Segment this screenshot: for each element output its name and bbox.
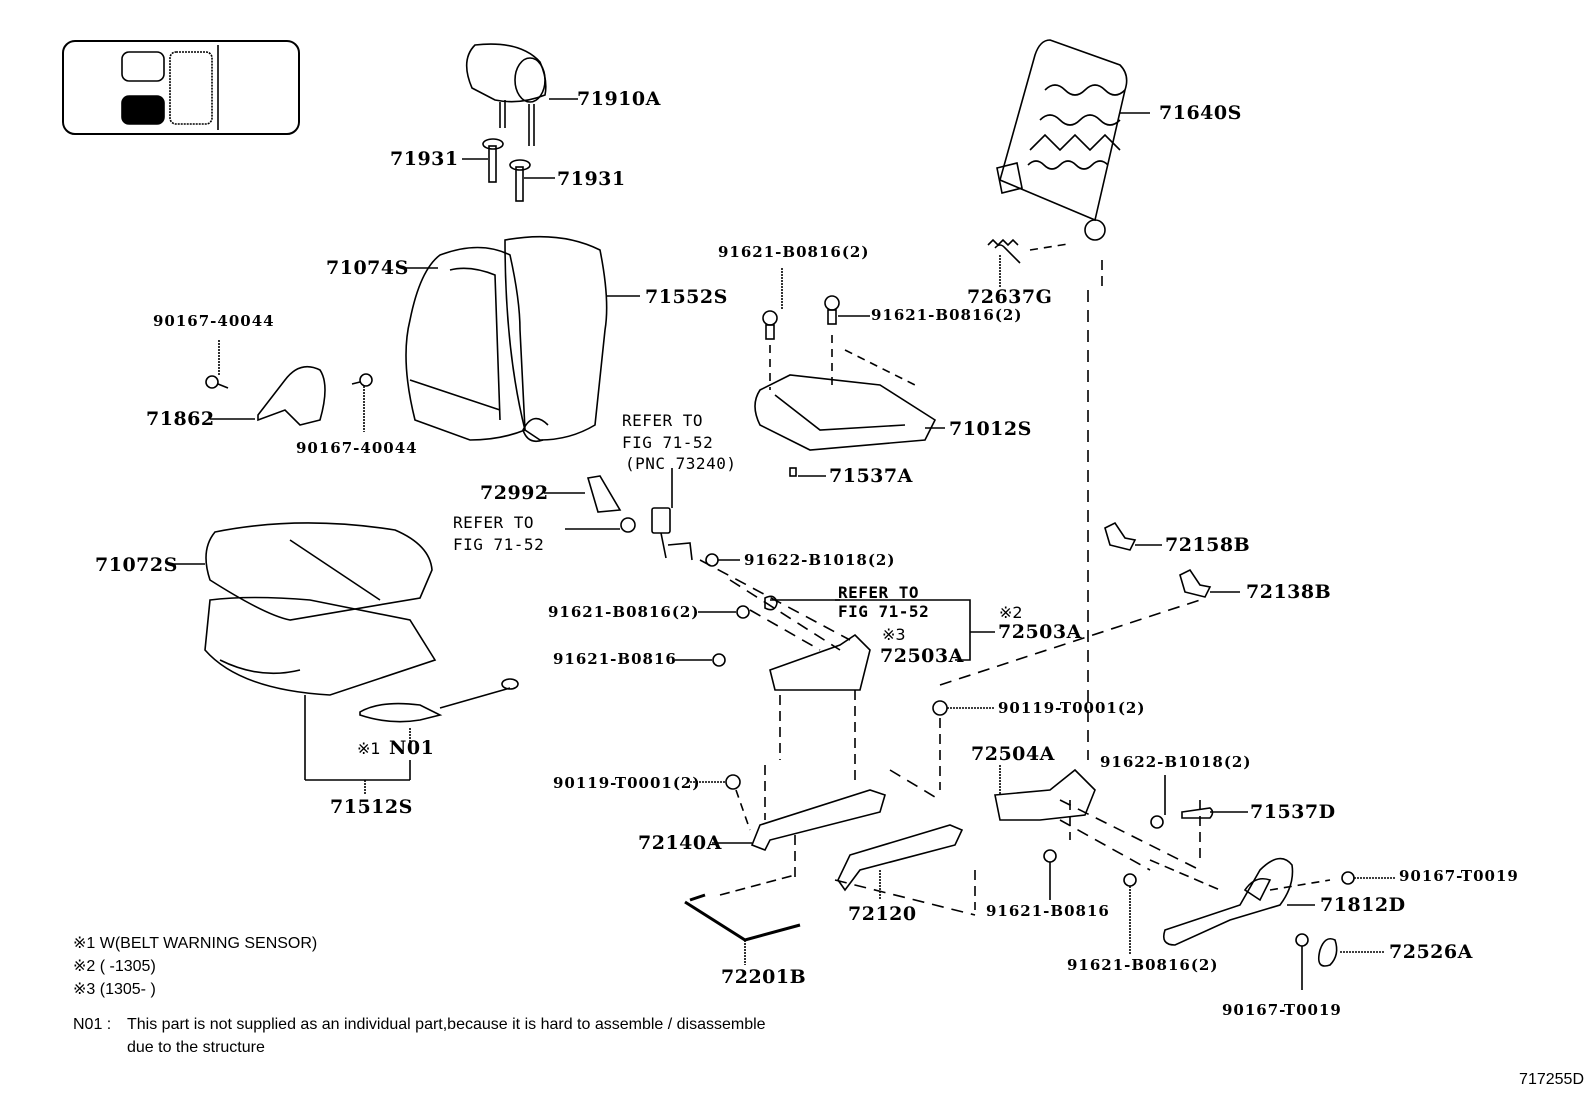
part-label-72201B[interactable]: 72201B bbox=[721, 966, 807, 988]
part-label-90167-T0019[interactable]: 90167-T0019 bbox=[1399, 867, 1519, 885]
note-n01-text: This part is not supplied as an individu… bbox=[127, 1016, 766, 1033]
part-label-91622-B1018[interactable]: 91622-B1018(2) bbox=[744, 551, 896, 569]
bolt-91622-B1018[interactable] bbox=[675, 553, 750, 667]
note-mark-2: ※2 bbox=[999, 603, 1023, 622]
belt-cover-72992[interactable] bbox=[544, 475, 622, 513]
part-label-72140A[interactable]: 72140A bbox=[638, 832, 722, 854]
part-label-71931[interactable]: 71931 bbox=[557, 168, 626, 190]
seatback-pad[interactable] bbox=[504, 235, 640, 443]
cover-72158B[interactable] bbox=[1104, 521, 1162, 551]
part-label-71537A[interactable]: 71537A bbox=[829, 465, 913, 487]
part-label-71074S[interactable]: 71074S bbox=[326, 257, 409, 279]
seatback-cover[interactable] bbox=[405, 246, 526, 441]
bolt-91621-B0816[interactable] bbox=[762, 268, 870, 340]
part-label-91622-B1018[interactable]: 91622-B1018(2) bbox=[1100, 753, 1252, 771]
part-label-90119-T0001[interactable]: 90119-T0001(2) bbox=[998, 699, 1146, 717]
seat-rail-72120[interactable] bbox=[834, 769, 976, 916]
part-label-91621-B0816[interactable]: 91621-B0816(2) bbox=[548, 603, 700, 621]
part-label-71552S[interactable]: 71552S bbox=[645, 286, 728, 308]
seat-cushion-frame[interactable] bbox=[754, 335, 945, 477]
note-n01-label: N01 : bbox=[73, 1016, 112, 1033]
screw-90167-T0019[interactable] bbox=[1295, 871, 1395, 990]
refer-to-fig-71-52[interactable]: FIG 71-52 bbox=[622, 433, 714, 452]
part-label-90167-40044[interactable]: 90167-40044 bbox=[296, 439, 418, 457]
seat-adjuster-72503A[interactable] bbox=[699, 559, 1201, 780]
part-label-72503A[interactable]: 72503A bbox=[880, 645, 964, 667]
part-label-91621-B0816[interactable]: 91621-B0816 bbox=[986, 902, 1110, 920]
wire-72201B[interactable] bbox=[684, 874, 801, 965]
headrest-support[interactable] bbox=[462, 138, 555, 202]
note-mark-3: ※3 bbox=[882, 625, 906, 644]
part-label-71812D[interactable]: 71812D bbox=[1320, 894, 1406, 916]
note-mark-1: ※1 bbox=[357, 739, 381, 758]
bolt-right[interactable] bbox=[974, 775, 1248, 955]
cover-72138B[interactable] bbox=[1179, 568, 1240, 598]
headrest-part[interactable] bbox=[465, 43, 578, 146]
note-n01-text-cont: due to the structure bbox=[127, 1039, 265, 1056]
part-label-72120[interactable]: 72120 bbox=[848, 903, 917, 925]
part-label-72503A[interactable]: 72503A bbox=[998, 621, 1082, 643]
refer-to-pnc-73240[interactable]: (PNC 73240) bbox=[625, 454, 737, 473]
part-label-71931[interactable]: 71931 bbox=[390, 148, 459, 170]
cap-72526A[interactable] bbox=[1317, 937, 1385, 967]
part-label-91621-B0816[interactable]: 91621-B0816 bbox=[553, 650, 677, 668]
part-label-N01[interactable]: N01 bbox=[389, 737, 435, 759]
seat-cushion-cover[interactable] bbox=[172, 522, 433, 621]
refer-to-fig-71-52[interactable]: REFER TO bbox=[622, 411, 704, 430]
part-label-71910A[interactable]: 71910A bbox=[577, 88, 661, 110]
belt-warning-sensor[interactable] bbox=[305, 678, 519, 795]
part-label-72504A[interactable]: 72504A bbox=[971, 743, 1055, 765]
part-label-71640S[interactable]: 71640S bbox=[1159, 102, 1242, 124]
recliner-lever[interactable] bbox=[1149, 857, 1331, 946]
seatback-hinge-cover[interactable] bbox=[210, 365, 326, 426]
part-label-90119-T0001[interactable]: 90119-T0001(2) bbox=[553, 774, 701, 792]
figure-id: 717255D bbox=[1519, 1071, 1584, 1088]
part-label-72992[interactable]: 72992 bbox=[480, 482, 549, 504]
spring-72637G[interactable] bbox=[987, 238, 1019, 287]
part-label-72526A[interactable]: 72526A bbox=[1389, 941, 1473, 963]
seat-cushion-pad[interactable] bbox=[204, 596, 437, 781]
part-label-71512S[interactable]: 71512S bbox=[330, 796, 413, 818]
part-label-91621-B0816[interactable]: 91621-B0816(2) bbox=[718, 243, 870, 261]
part-label-71012S[interactable]: 71012S bbox=[949, 418, 1032, 440]
part-label-71862[interactable]: 71862 bbox=[146, 408, 215, 430]
part-label-72637G[interactable]: 72637G bbox=[967, 286, 1053, 308]
bolt-90119-T0001[interactable] bbox=[690, 700, 995, 831]
part-label-71537D[interactable]: 71537D bbox=[1250, 801, 1336, 823]
part-label-90167-T0019[interactable]: 90167-T0019 bbox=[1222, 1001, 1342, 1019]
note-1: ※1 W(BELT WARNING SENSOR) bbox=[73, 935, 318, 952]
vehicle-seat-position-icon bbox=[62, 40, 300, 135]
note-3: ※3 (1305- ) bbox=[73, 981, 156, 998]
part-label-91621-B0816[interactable]: 91621-B0816(2) bbox=[871, 306, 1023, 324]
part-label-90167-40044[interactable]: 90167-40044 bbox=[153, 312, 275, 330]
refer-to-fig-71-52[interactable]: REFER TO bbox=[453, 513, 535, 532]
seat-adjuster-72504A[interactable] bbox=[994, 765, 1201, 871]
seat-rail-72140A[interactable] bbox=[712, 765, 886, 880]
seat-belt-buckle[interactable] bbox=[565, 468, 693, 561]
part-label-72158B[interactable]: 72158B bbox=[1165, 534, 1251, 556]
refer-to-fig-71-52[interactable]: FIG 71-52 bbox=[838, 602, 930, 621]
note-2: ※2 ( -1305) bbox=[73, 958, 156, 975]
seatback-frame[interactable] bbox=[994, 39, 1150, 760]
refer-to-fig-71-52[interactable]: FIG 71-52 bbox=[453, 535, 545, 554]
part-label-71072S[interactable]: 71072S bbox=[95, 554, 178, 576]
refer-to-fig-71-52[interactable]: REFER TO bbox=[838, 583, 920, 602]
part-label-72138B[interactable]: 72138B bbox=[1246, 581, 1332, 603]
screw-90167-40044[interactable] bbox=[205, 340, 373, 432]
part-label-91621-B0816[interactable]: 91621-B0816(2) bbox=[1067, 956, 1219, 974]
